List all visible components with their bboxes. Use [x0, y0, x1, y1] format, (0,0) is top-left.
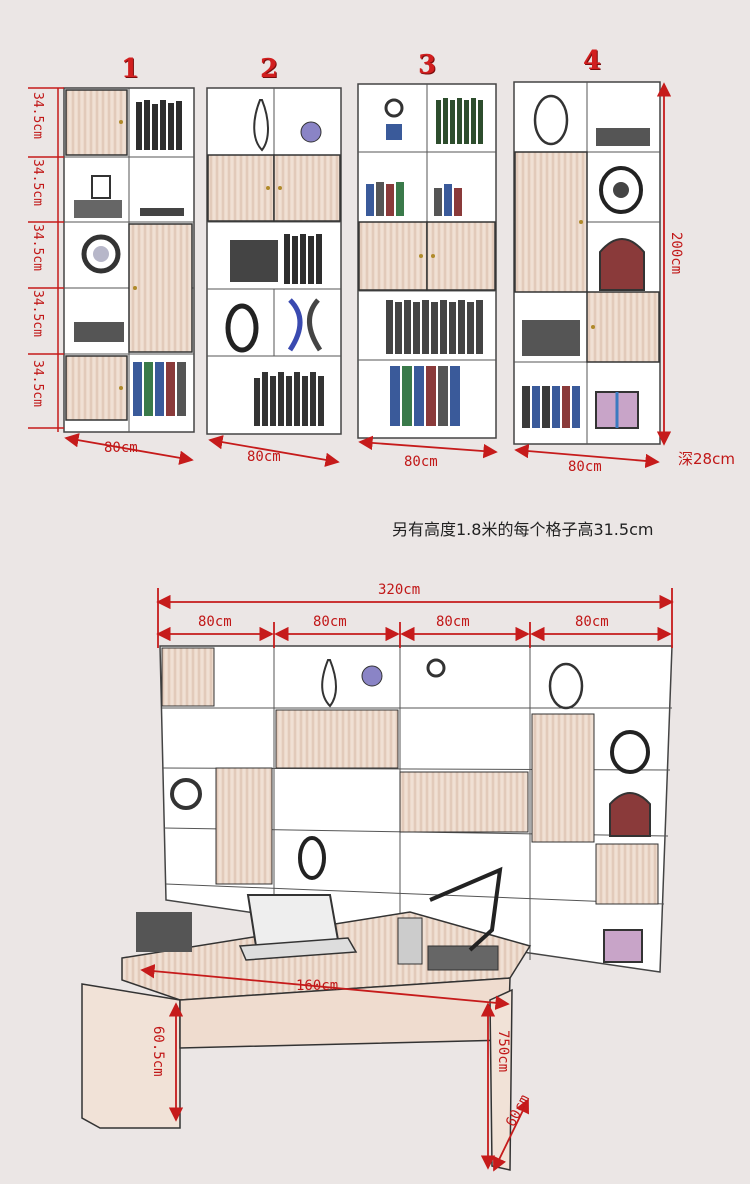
cabinet-2 [206, 87, 342, 435]
total-width-label: 320cm [378, 582, 421, 598]
combined-bookcase-wall [159, 645, 673, 973]
combo-dimension-lines [140, 588, 674, 1172]
cabinet-1-height-dimensions [28, 87, 64, 432]
row-height-2: 34.5cm [30, 159, 45, 206]
cabinet-number-3: 3 [418, 50, 437, 80]
depth-label: 深28cm [678, 450, 735, 468]
cabinet-4-width-label: 80cm [568, 459, 602, 475]
row-height-1: 34.5cm [30, 92, 45, 139]
cabinet-number-2: 2 [260, 54, 279, 84]
cabinet-2-width-label: 80cm [247, 449, 281, 465]
row-height-5: 34.5cm [30, 360, 45, 407]
segment-width-4: 80cm [575, 614, 609, 630]
cabinet-1-width-label: 80cm [104, 440, 138, 456]
height-note: 另有高度1.8米的每个格子高31.5cm [392, 520, 654, 539]
cabinet-4 [513, 81, 661, 445]
cabinet-number-1: 1 [121, 54, 140, 84]
row-height-4: 34.5cm [30, 290, 45, 337]
row-height-3: 34.5cm [30, 224, 45, 271]
segment-width-3: 80cm [436, 614, 470, 630]
desk-height-label: 60.5cm [150, 1026, 166, 1077]
desk-side-label: 750cm [495, 1030, 511, 1073]
desk-length-label: 160cm [296, 978, 339, 994]
segment-width-2: 80cm [313, 614, 347, 630]
cabinet-1 [63, 87, 195, 433]
cabinet-3-width-label: 80cm [404, 454, 438, 470]
total-height-label: 200cm [668, 232, 684, 275]
segment-width-1: 80cm [198, 614, 232, 630]
width-arrows [64, 82, 672, 469]
cabinet-3 [357, 83, 497, 439]
cabinet-number-4: 4 [583, 46, 602, 76]
